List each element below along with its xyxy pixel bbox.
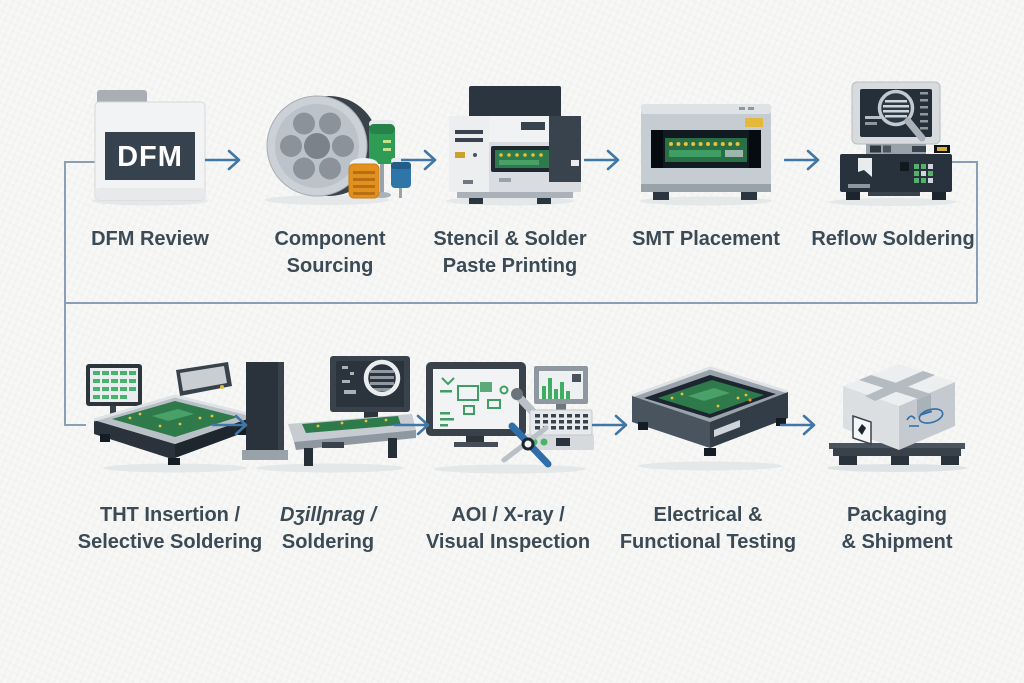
step-label-line1: Dʒillɲrag /: [279, 504, 377, 526]
step-dfm-review: DFM DFM Review: [50, 80, 250, 253]
step-label-line1: Component: [274, 228, 386, 250]
step-label-line1: AOI / X-ray /: [451, 504, 565, 526]
arrow-right-icon: [212, 414, 248, 436]
wave-solder-machine-icon: [228, 356, 428, 474]
arrow-right-icon: [784, 149, 820, 171]
paste-printer-icon: [410, 80, 610, 206]
arrow-right-icon: [401, 149, 437, 171]
step-electrical-functional-testing: Electrical & Functional Testing: [598, 356, 818, 556]
step-label-line1: Electrical &: [653, 504, 763, 526]
arrow-right-icon: [205, 149, 241, 171]
step-drilling-soldering: Dʒillɲrag / Soldering: [228, 356, 428, 556]
step-label-line1: SMT Placement: [632, 228, 780, 250]
smt-machine-icon: [606, 80, 806, 206]
step-label-line1: DFM Review: [91, 228, 209, 250]
step-tht-selective-soldering: THT Insertion / Selective Soldering: [60, 356, 280, 556]
arrow-right-icon: [584, 149, 620, 171]
step-label: Dʒillɲrag / Soldering: [228, 502, 428, 556]
arrow-right-icon: [592, 414, 628, 436]
step-label: Electrical & Functional Testing: [598, 502, 818, 556]
reflow-oven-icon: [793, 80, 993, 206]
shipping-box-icon: [797, 356, 997, 474]
step-label-line2: Paste Printing: [442, 255, 578, 277]
step-label: DFM Review: [50, 226, 250, 253]
step-label-line1: THT Insertion /: [100, 504, 240, 526]
step-label: AOI / X-ray / Visual Inspection: [398, 502, 618, 556]
step-label-line2: Soldering: [281, 531, 375, 553]
step-label: Component Sourcing: [230, 226, 430, 280]
test-fixture-icon: [598, 356, 818, 474]
step-component-sourcing: Component Sourcing: [230, 80, 430, 280]
step-reflow-soldering: Reflow Soldering: [793, 80, 993, 253]
tht-machine-icon: [60, 356, 280, 474]
component-reel-icon: [230, 80, 430, 206]
step-label-line2: Selective Soldering: [77, 531, 263, 553]
arrow-right-icon: [780, 414, 816, 436]
step-label: THT Insertion / Selective Soldering: [60, 502, 280, 556]
step-label-line2: Functional Testing: [619, 531, 797, 553]
step-label: Packaging & Shipment: [797, 502, 997, 556]
step-smt-placement: SMT Placement: [606, 80, 806, 253]
step-label: SMT Placement: [606, 226, 806, 253]
dfm-folder-icon: DFM: [50, 80, 250, 206]
step-label-line1: Packaging: [846, 504, 948, 526]
dfm-badge-text: DFM: [117, 141, 183, 173]
step-aoi-xray-inspection: AOI / X-ray / Visual Inspection: [398, 356, 618, 556]
aoi-inspection-station-icon: [398, 356, 618, 474]
step-label-line2: Visual Inspection: [425, 531, 591, 553]
step-label: Reflow Soldering: [793, 226, 993, 253]
step-packaging-shipment: Packaging & Shipment: [797, 356, 997, 556]
step-label-line2: & Shipment: [841, 531, 953, 553]
step-stencil-paste-printing: Stencil & Solder Paste Printing: [410, 80, 610, 280]
step-label-line1: Reflow Soldering: [811, 228, 975, 250]
arrow-right-icon: [394, 414, 430, 436]
step-label-line2: Sourcing: [286, 255, 374, 277]
step-label: Stencil & Solder Paste Printing: [410, 226, 610, 280]
step-label-line1: Stencil & Solder: [433, 228, 587, 250]
